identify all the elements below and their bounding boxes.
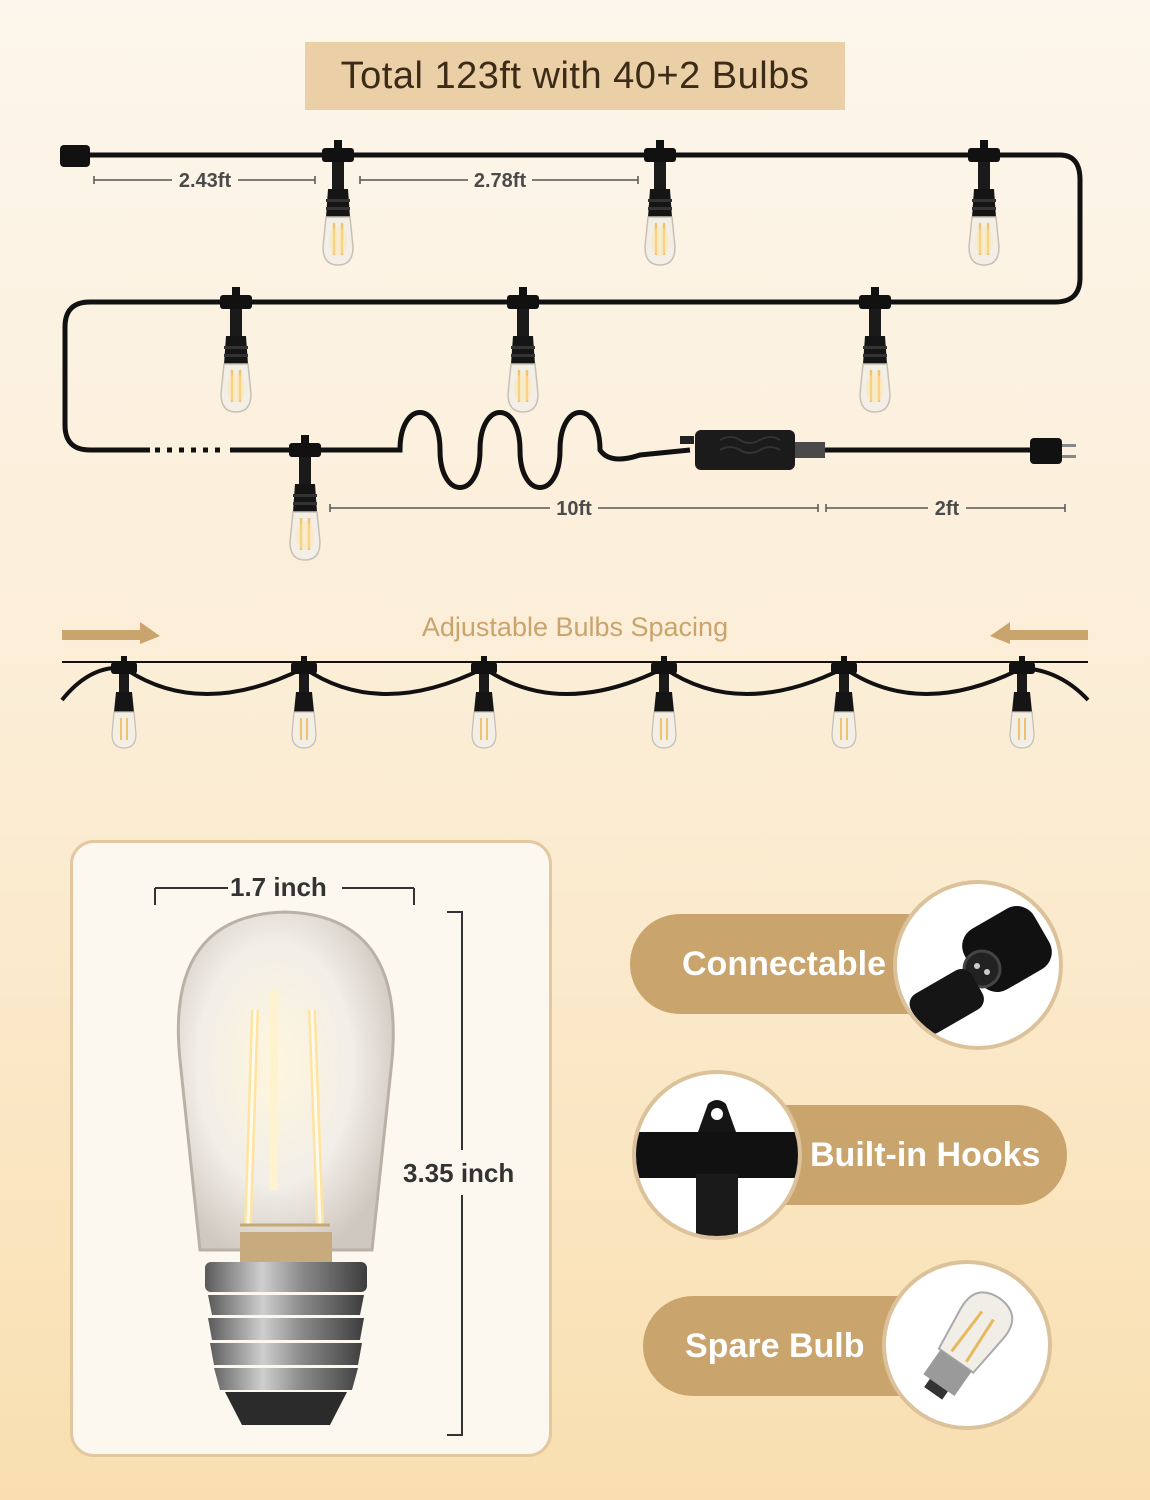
arrow-right-icon [62,622,160,644]
bulb-width-label: 1.7 inch [230,872,327,902]
bulb-spacing-label: 2.78ft [473,170,527,192]
title-text: Total 123ft with 40+2 Bulbs [340,54,810,97]
spacing-caption: Adjustable Bulbs Spacing [421,612,729,642]
title-banner: Total 123ft with 40+2 Bulbs [305,42,845,110]
plug-icon [1030,438,1076,464]
cable-path [62,152,1083,453]
end-connector-icon [60,145,90,167]
feature-hooks-label: Built-in Hooks [810,1135,1041,1174]
bulb-height-label: 3.35 inch [403,1158,515,1188]
power-adapter [680,430,825,470]
feature-spare-label: Spare Bulb [685,1326,865,1365]
hook-icon [632,1070,802,1240]
connector-icon [893,880,1063,1050]
first-spacing-label: 2.43ft [178,170,232,192]
spare-bulb-icon [882,1260,1052,1430]
arrow-left-icon [990,622,1088,644]
lead-cable-label: 10ft [556,498,592,520]
coiled-lead-cable [230,410,691,490]
feature-connectable-label: Connectable [682,944,887,983]
draped-cable [60,665,1090,702]
plug-cable-label: 2ft [934,498,960,520]
